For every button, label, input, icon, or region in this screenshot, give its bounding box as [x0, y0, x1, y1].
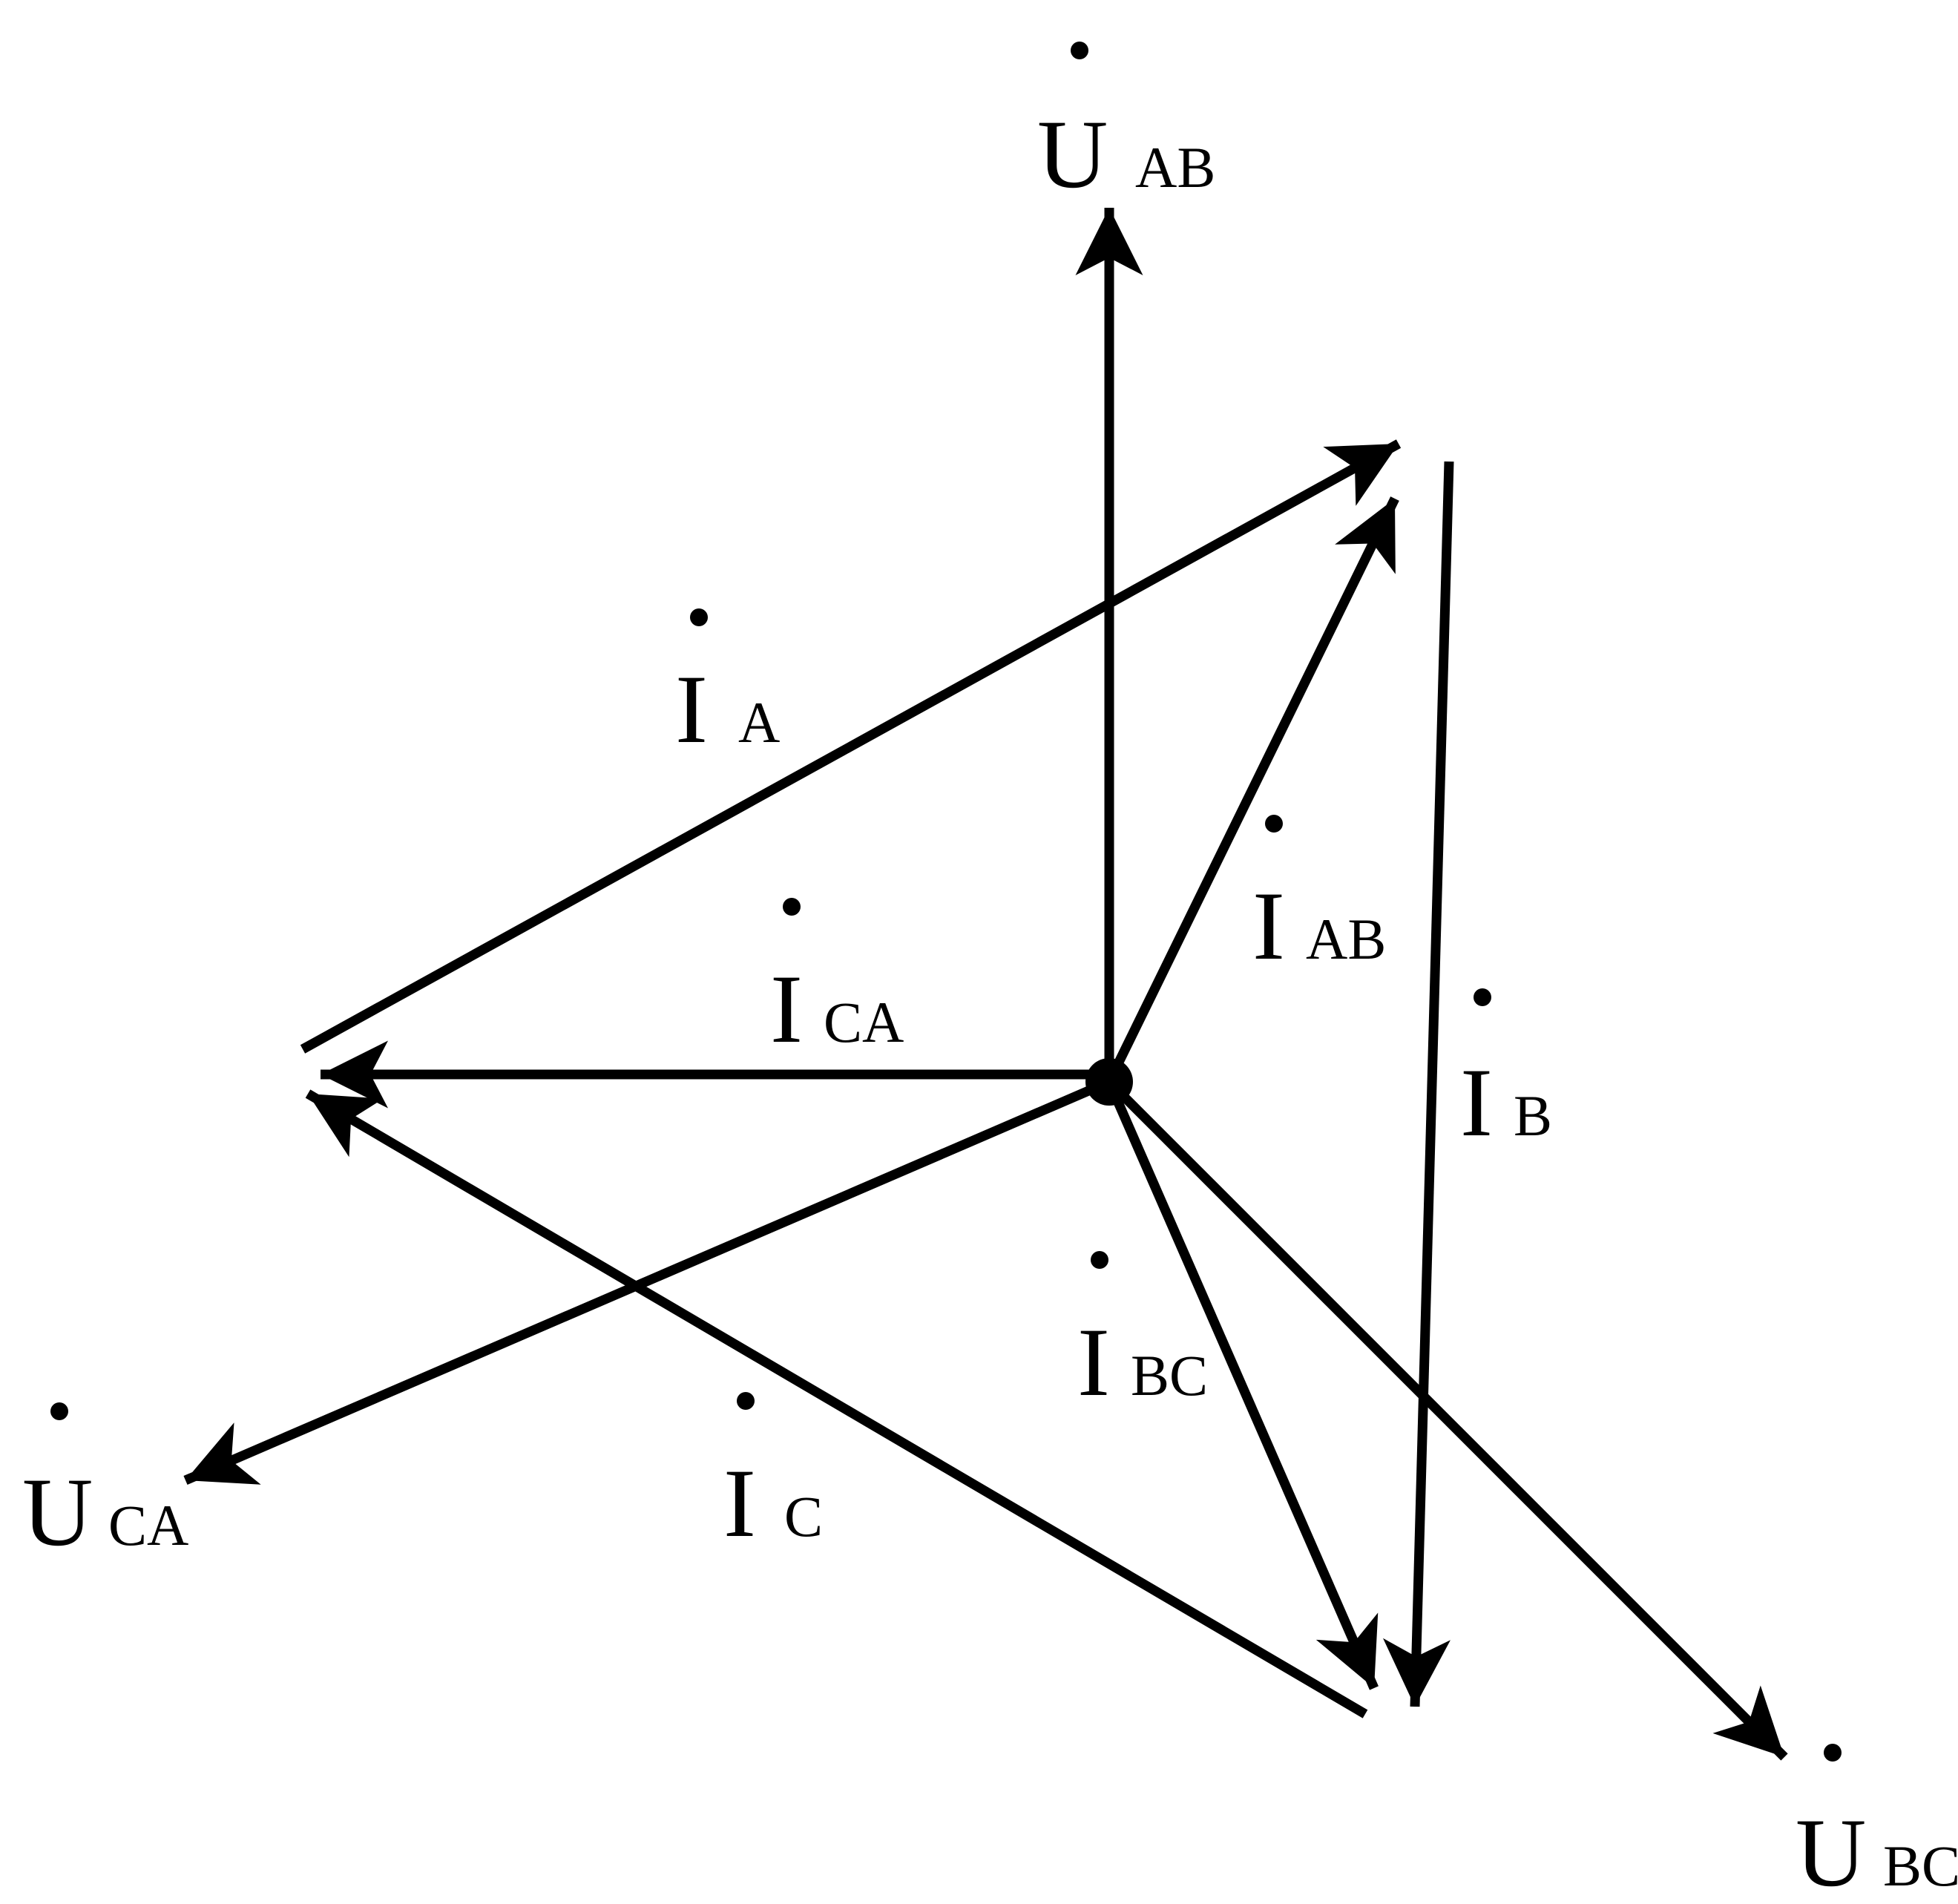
- i-b-label-dot: [1474, 988, 1491, 1006]
- u-ca-phasor-arrow: [183, 1077, 1111, 1485]
- i-a-label-dot: [690, 608, 708, 626]
- i-ca-label-subscript: CA: [824, 990, 904, 1054]
- i-c-label: I: [723, 1448, 756, 1557]
- i-b-phasor-arrow: [1383, 461, 1454, 1707]
- u-ab-label: U: [1037, 99, 1108, 209]
- i-ca-label: I: [770, 954, 803, 1063]
- i-bc-phasor-arrow: [1105, 1080, 1379, 1690]
- u-ab-label-dot: [1071, 42, 1088, 59]
- i-bc-label-subscript: BC: [1131, 1343, 1208, 1408]
- i-c-label-subscript: C: [784, 1484, 823, 1549]
- i-c-label-dot: [737, 1392, 755, 1410]
- i-ab-label: I: [1252, 871, 1285, 980]
- u-bc-label: U: [1796, 1798, 1866, 1904]
- u-bc-phasor-arrow: [1106, 1078, 1788, 1761]
- u-bc-label-dot: [1824, 1744, 1842, 1762]
- i-bc-label-dot: [1091, 1251, 1108, 1269]
- i-a-phasor-arrow: [300, 439, 1402, 1054]
- i-ab-label-subscript: AB: [1306, 907, 1386, 971]
- u-ca-label-dot: [50, 1402, 68, 1420]
- i-c-phasor-arrow: [305, 1089, 1368, 1718]
- i-ab-phasor-arrow: [1105, 496, 1399, 1084]
- i-b-label: I: [1460, 1048, 1493, 1157]
- origin-node: [1085, 1058, 1133, 1106]
- i-b-label-subscript: B: [1514, 1083, 1552, 1148]
- i-bc-label: I: [1077, 1307, 1110, 1416]
- u-ab-label-subscript: AB: [1135, 135, 1215, 200]
- i-ca-label-dot: [783, 898, 801, 916]
- u-bc-label-subscript: BC: [1883, 1834, 1958, 1898]
- u-ca-label: U: [22, 1457, 93, 1566]
- i-a-label: I: [675, 654, 708, 764]
- i-a-label-subscript: A: [738, 690, 780, 755]
- u-ca-label-subscript: CA: [108, 1493, 188, 1557]
- i-ab-label-dot: [1265, 815, 1283, 833]
